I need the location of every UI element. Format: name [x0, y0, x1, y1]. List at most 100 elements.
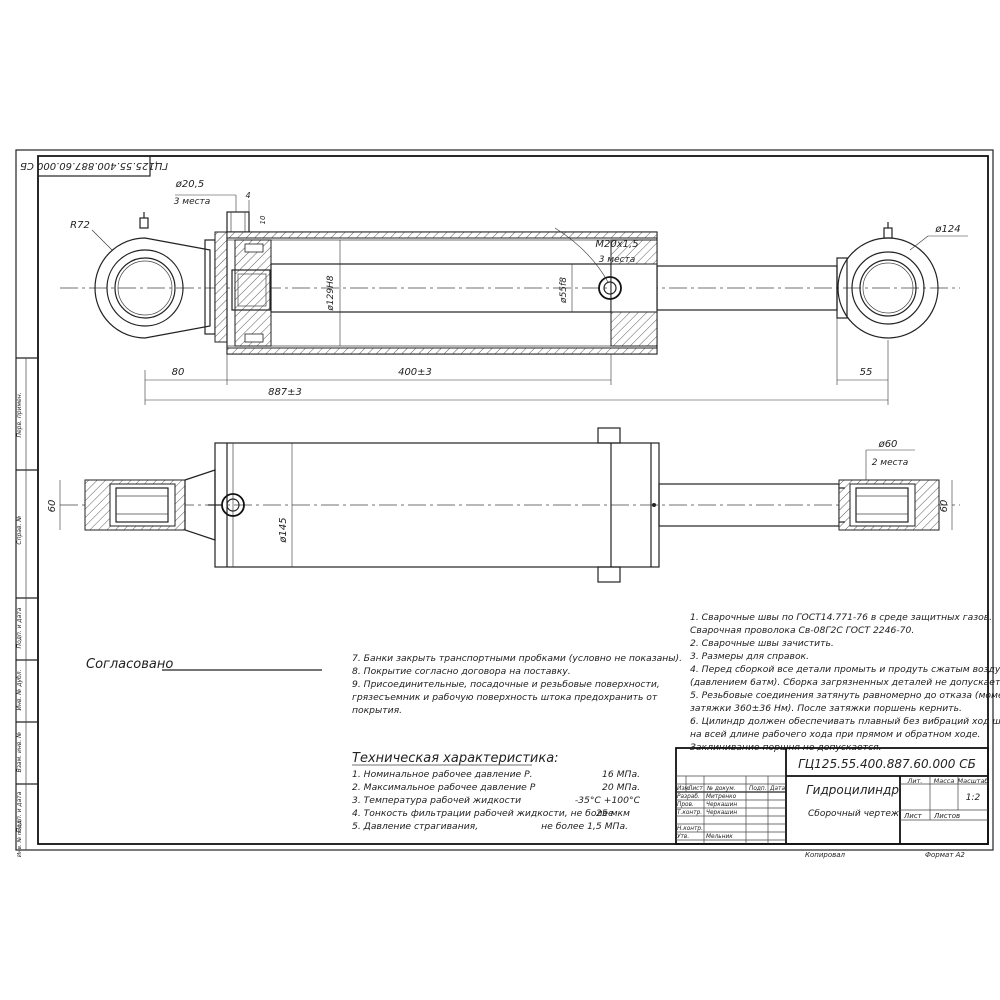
format-label: Формат А2	[925, 851, 965, 859]
note-9c: покрытия.	[352, 705, 402, 716]
row-developer-role: Разраб.	[677, 794, 700, 800]
note-7: 7. Банки закрыть транспортными пробками …	[352, 653, 682, 664]
approval: Согласовано	[86, 657, 322, 672]
cylinder-tube	[226, 231, 658, 355]
strip-sign-date-2: Подп. и дата	[16, 791, 23, 832]
strip-first-use: Перв. примен.	[16, 392, 23, 437]
dim-port-diameter: ø20,5	[175, 179, 204, 190]
note-8: 8. Покрытие согласно договора на поставк…	[352, 666, 571, 677]
strip-orig-inv: Инв. № подл.	[17, 819, 23, 857]
strip-sign-date-1: Подп. и дата	[16, 607, 23, 648]
head-izm: Изм.	[677, 786, 691, 792]
strip-replace-inv: Взам. инв. №	[16, 732, 23, 773]
tech-spec: Техническая характеристика: 1. Номинальн…	[352, 751, 641, 832]
note-1a: 1. Сварочные швы по ГОСТ14.771-76 в сред…	[690, 612, 992, 623]
dim-body-diameter: ø145	[278, 517, 289, 543]
left-port	[226, 211, 250, 233]
top-view-section	[60, 211, 960, 355]
row-tcontrol-name: Черкашин	[706, 810, 737, 816]
left-eye-bore	[114, 257, 176, 319]
sheet-label: Лист	[903, 812, 923, 820]
dim-width-right: 60	[939, 500, 950, 513]
note-6a: 6. Цилиндр должен обеспечивать плавный б…	[690, 716, 1000, 727]
tech-row-1-label: 1. Номинальное рабочее давление Р.	[352, 769, 533, 780]
note-4b: (давлением 6атм). Сборка загрязненных де…	[690, 677, 1000, 688]
head-date: Дата	[769, 786, 785, 792]
row-approver-name: Мельник	[706, 834, 733, 840]
note-2: 2. Сварочные швы зачистить.	[690, 638, 834, 649]
head-doc: № докум.	[706, 786, 736, 792]
left-end-cap	[214, 231, 228, 343]
tech-title: Техническая характеристика:	[352, 751, 559, 766]
note-9b: грязесъемник и рабочую поверхность штока…	[352, 692, 658, 703]
tech-row-5-value: не более 1,5 МПа.	[541, 821, 628, 832]
sheet-outer-frame	[15, 149, 994, 851]
row-checker-name: Черкашин	[706, 802, 737, 808]
sheet-inner-frame	[37, 155, 989, 845]
bottom-view-dimensions: 60 60 ø145 ø60 2 места	[47, 439, 953, 567]
tech-row-2-value: 20 МПа.	[602, 782, 640, 793]
rotated-doc-code: ГЦ125.55.400.887.60.000 СБ	[20, 160, 168, 171]
dim-80: 80	[172, 367, 185, 378]
dim-400: 400±3	[398, 367, 432, 378]
title-block: ГЦ125.55.400.887.60.000 СБ Гидроцилиндр …	[675, 747, 989, 845]
tech-row-3-value: -35°С +100°С	[575, 795, 641, 806]
row-checker-role: Пров.	[677, 802, 694, 808]
row-developer-name: Митренко	[706, 794, 737, 800]
note-5a: 5. Резьбовые соединения затянуть равноме…	[690, 690, 1000, 701]
dim-r72: R72	[70, 220, 90, 231]
note-9a: 9. Присоединительные, посадочные и резьб…	[352, 679, 660, 690]
note-6b: на всей длине рабочего хода при прямом и…	[690, 729, 980, 740]
dim-pin-qty: 2 места	[872, 458, 909, 468]
col-lit: Лит.	[907, 777, 923, 785]
tech-row-1-value: 16 МПа.	[602, 769, 640, 780]
tech-row-4-value: 25 мкм	[596, 808, 630, 819]
piston	[234, 239, 272, 347]
note-3: 3. Размеры для справок.	[690, 651, 809, 662]
dim-55: 55	[860, 367, 873, 378]
dim-port-qty: 3 места	[174, 197, 211, 207]
head-sign: Подп.	[749, 786, 767, 792]
row-tcontrol-role: Т.контр.	[677, 810, 702, 816]
notes-right: 1. Сварочные швы по ГОСТ14.771-76 в сред…	[690, 612, 1000, 753]
note-5b: затяжки 360±36 Нм). После затяжки поршен…	[690, 703, 962, 714]
copied-label: Копировал	[805, 851, 846, 859]
strip-dup-inv: Инв. № дубл.	[16, 669, 23, 710]
sheets-label: Листов	[933, 812, 960, 820]
strip-ref-no: Справ. №	[16, 515, 23, 544]
head-list: Лист	[687, 786, 703, 792]
dim-887: 887±3	[268, 387, 302, 398]
dim-thread: M20x1,5	[595, 239, 638, 250]
col-mass: Масса	[934, 777, 955, 785]
left-eye-lug	[94, 237, 211, 339]
dim-eye-diameter: ø124	[934, 224, 960, 235]
note-1b: Сварочная проволока Св-08Г2С ГОСТ 2246-7…	[690, 625, 914, 636]
doc-type: Сборочный чертеж	[808, 809, 900, 819]
tech-row-2-label: 2. Максимальное рабочее давление Р	[352, 782, 536, 793]
left-eye-ring	[106, 249, 184, 327]
dim-bore: ø129H8	[326, 275, 336, 311]
row-approver-role: Утв.	[677, 834, 689, 840]
row-ncontrol-role: Н.контр.	[677, 826, 703, 832]
dim-rod: ø55f8	[559, 277, 569, 304]
dim-4: 4	[245, 191, 250, 200]
notes-left: 7. Банки закрыть транспортными пробками …	[352, 653, 682, 716]
col-scale: Масштаб	[958, 777, 989, 785]
dim-pin-diameter: ø60	[878, 439, 898, 450]
doc-code: ГЦ125.55.400.887.60.000 СБ	[798, 757, 976, 771]
tech-row-5-label: 5. Давление страгивания,	[352, 821, 478, 832]
note-4a: 4. Перед сборкой все детали промыть и пр…	[690, 664, 1000, 675]
dim-thread-qty: 3 места	[599, 255, 636, 265]
dim-10: 10	[259, 215, 267, 224]
dim-width-left: 60	[47, 500, 58, 513]
tech-row-4-label: 4. Тонкость фильтрации рабочей жидкости,…	[352, 808, 614, 819]
left-strip: Перв. примен. Справ. № Подп. и дата Инв.…	[16, 357, 38, 857]
tech-row-3-label: 3. Температура рабочей жидкости	[352, 795, 521, 806]
approved-label: Согласовано	[86, 657, 173, 672]
thread-port	[598, 276, 622, 300]
part-name: Гидроцилиндр	[806, 783, 899, 797]
bottom-view	[60, 427, 960, 583]
scale-value: 1:2	[966, 793, 981, 803]
rotated-code-box: ГЦ125.55.400.887.60.000 СБ	[20, 155, 168, 177]
